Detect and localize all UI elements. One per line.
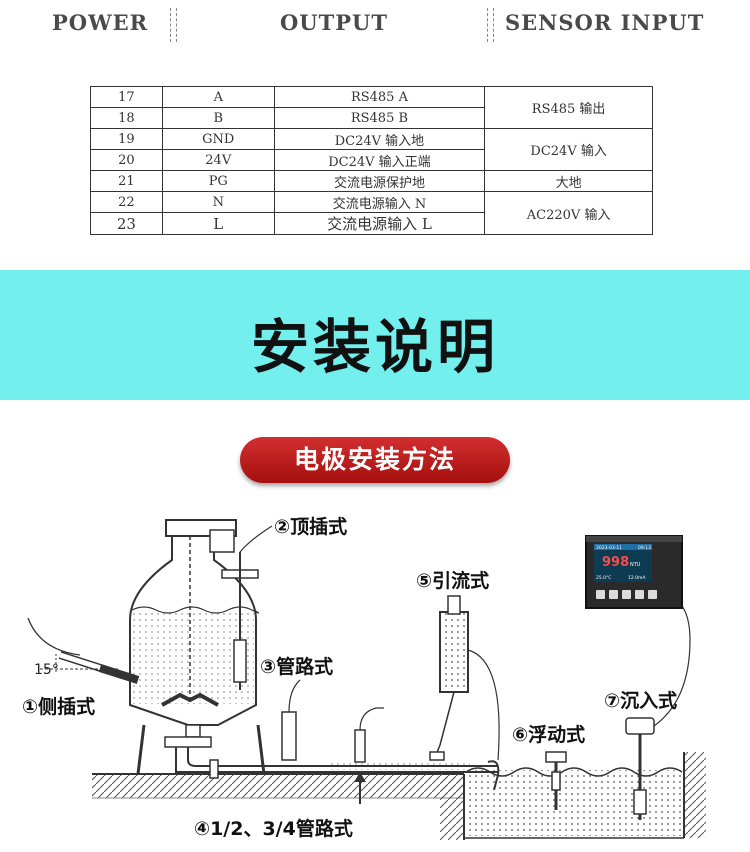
top-insert-probe xyxy=(221,525,273,690)
pipe xyxy=(164,736,500,791)
terminal-number: 21 xyxy=(90,170,163,192)
output-heading: OUTPUT xyxy=(280,10,388,35)
pipe-label: ③管路式 xyxy=(260,656,334,678)
screen-value: 998 xyxy=(602,555,629,570)
terminal-name: GND xyxy=(161,128,275,150)
table-row: 21 PG 交流电源保护地 大地 xyxy=(90,170,653,192)
terminal-description: 交流电源输入 N xyxy=(273,191,486,213)
terminal-number: 18 xyxy=(90,107,163,129)
terminal-name: L xyxy=(161,212,275,235)
sensor-input-heading: SENSOR INPUT xyxy=(505,10,705,35)
screen-time: 09:13 xyxy=(638,545,651,551)
terminal-name: B xyxy=(161,107,275,129)
flow-cell xyxy=(429,595,500,761)
terminal-number: 20 xyxy=(90,149,163,171)
divider xyxy=(170,8,177,42)
water-basin xyxy=(465,767,683,836)
top-insert-label: ②顶插式 xyxy=(274,516,348,538)
table-row: 19 GND DC24V 输入地 DC24V 输入 xyxy=(90,128,653,171)
side-insert-label: ①侧插式 xyxy=(22,696,96,718)
installation-diagram: 15° xyxy=(27,519,706,840)
banner: 安装说明 xyxy=(0,270,750,400)
terminal-group: AC220V 输入 xyxy=(484,191,653,235)
terminal-name: A xyxy=(161,86,275,108)
side-insert-probe xyxy=(27,617,140,684)
ground xyxy=(92,752,706,840)
table-row: 18 B RS485 B xyxy=(90,107,653,129)
terminal-number: 23 xyxy=(90,212,163,235)
controller-key[interactable] xyxy=(635,590,644,599)
banner-title: 安装说明 xyxy=(250,313,499,381)
power-heading: POWER xyxy=(52,10,149,35)
terminal-description: DC24V 输入地 xyxy=(273,128,486,150)
controller-key[interactable] xyxy=(648,590,657,599)
screen-temp: 25.0°C xyxy=(596,575,611,581)
float-label: ⑥浮动式 xyxy=(512,724,586,746)
table-row: 22 N 交流电源输入 N AC220V 输入 xyxy=(90,191,653,235)
immersion-label: ⑦沉入式 xyxy=(604,690,678,712)
terminal-description: RS485 A xyxy=(273,86,486,108)
controller-key[interactable] xyxy=(622,590,631,599)
terminal-group: DC24V 输入 xyxy=(484,128,653,171)
terminal-name: 24V xyxy=(161,149,275,171)
screen-unit: NTU xyxy=(630,562,641,568)
section-title: 电极安装方法 xyxy=(240,437,510,483)
terminal-description: DC24V 输入正端 xyxy=(273,149,486,171)
immersion-probe xyxy=(625,577,691,820)
flow-label: ⑤引流式 xyxy=(416,570,490,592)
terminal-header: POWER OUTPUT SENSOR INPUT xyxy=(0,8,750,42)
terminal-name: N xyxy=(161,191,275,213)
table-row: 17 A RS485 A RS485 输出 xyxy=(90,86,653,129)
angle-label: 15° xyxy=(34,662,59,678)
terminal-table: 17 A RS485 A RS485 输出 18 B RS485 B 19 GN… xyxy=(90,86,653,235)
terminal-group: RS485 输出 xyxy=(484,86,653,129)
controller-key[interactable] xyxy=(609,590,618,599)
small-pipe-probe xyxy=(354,707,384,804)
terminal-number: 19 xyxy=(90,128,163,150)
terminal-description: 交流电源保护地 xyxy=(273,170,486,192)
terminal-number: 22 xyxy=(90,191,163,213)
terminal-description: RS485 B xyxy=(273,107,486,129)
pipe-fraction-label: ④1/2、3/4管路式 xyxy=(194,818,353,840)
controller-key[interactable] xyxy=(596,590,605,599)
table-row: 23 L 交流电源输入 L xyxy=(90,212,653,235)
screen-current: 12.0mA xyxy=(628,575,646,581)
divider xyxy=(487,8,494,42)
tank xyxy=(129,519,260,738)
terminal-number: 17 xyxy=(90,86,163,108)
terminal-group: 大地 xyxy=(484,170,653,192)
terminal-description: 交流电源输入 L xyxy=(273,212,486,235)
controller: 2023-03-11 09:13 998 NTU 25.0°C 12.0mA xyxy=(585,535,683,609)
pipe-probe xyxy=(281,679,301,761)
screen-date: 2023-03-11 xyxy=(596,545,622,551)
floating-probe xyxy=(545,751,567,810)
terminal-name: PG xyxy=(161,170,275,192)
